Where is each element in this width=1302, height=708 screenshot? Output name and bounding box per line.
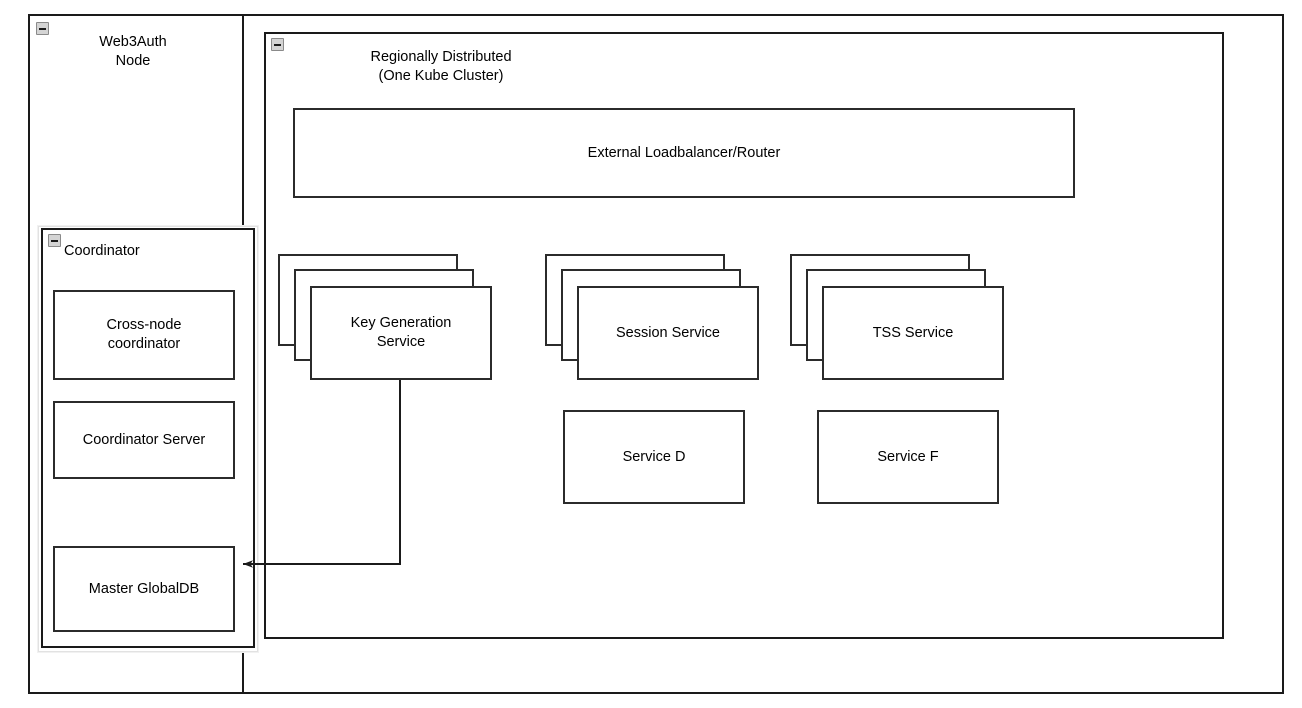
box-master-globaldb[interactable]: Master GlobalDB xyxy=(53,546,235,632)
stack-tss-service[interactable]: TSS Service xyxy=(790,254,1004,380)
stack-key-generation-service[interactable]: Key Generation Service xyxy=(278,254,492,380)
box-service-d[interactable]: Service D xyxy=(563,410,745,504)
box-label-coordinator-server: Coordinator Server xyxy=(82,431,206,448)
box-label-tss-service: TSS Service xyxy=(872,324,954,341)
stack-front-tss-service[interactable]: TSS Service xyxy=(822,286,1004,380)
stack-front-session-service[interactable]: Session Service xyxy=(577,286,759,380)
box-label-external-loadbalancer-router: External Loadbalancer/Router xyxy=(587,144,781,161)
box-external-loadbalancer-router[interactable]: External Loadbalancer/Router xyxy=(293,108,1075,198)
collapse-minus-icon[interactable] xyxy=(271,38,284,51)
box-coordinator-server[interactable]: Coordinator Server xyxy=(53,401,235,479)
box-cross-node-coordinator[interactable]: Cross-node coordinator xyxy=(53,290,235,380)
box-label-master-globaldb: Master GlobalDB xyxy=(88,580,200,597)
box-label-service-d: Service D xyxy=(622,448,686,465)
collapse-minus-icon[interactable] xyxy=(48,234,61,247)
box-label-service-f: Service F xyxy=(877,448,939,465)
box-label-cross-node-coordinator: Cross-node coordinator xyxy=(106,317,182,352)
box-label-key-generation-service: Key Generation Service xyxy=(350,315,452,350)
stack-session-service[interactable]: Session Service xyxy=(545,254,759,380)
box-label-session-service: Session Service xyxy=(616,324,720,341)
box-service-f[interactable]: Service F xyxy=(817,410,999,504)
stack-front-key-generation-service[interactable]: Key Generation Service xyxy=(310,286,492,380)
collapse-minus-icon[interactable] xyxy=(36,22,49,35)
